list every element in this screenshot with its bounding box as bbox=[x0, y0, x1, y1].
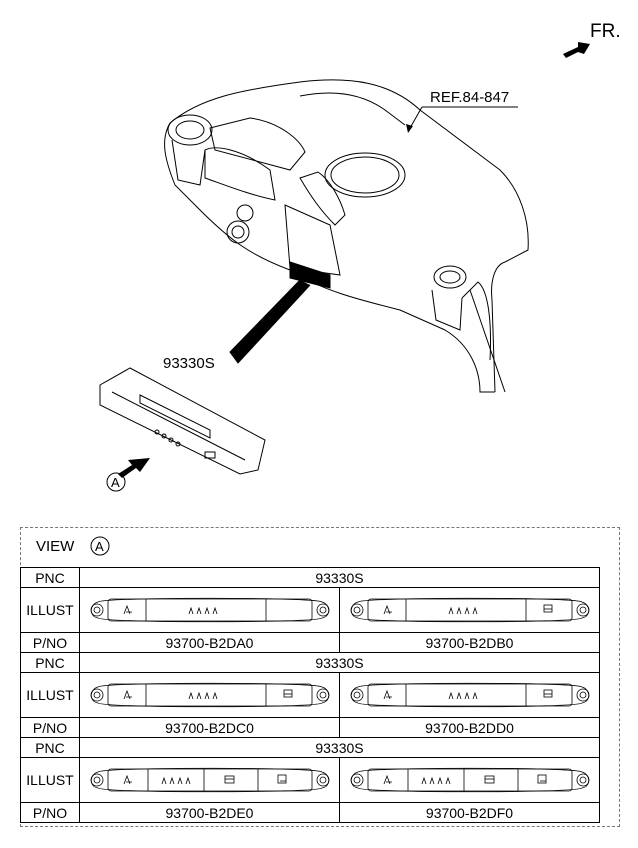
ref-label: REF.84-847 bbox=[430, 89, 509, 106]
pnc-value: 93330S bbox=[79, 652, 600, 673]
illust-header: ILLUST bbox=[20, 757, 80, 803]
view-title: VIEW bbox=[36, 538, 75, 555]
switch-illustration bbox=[79, 587, 340, 633]
switch-illustration bbox=[79, 672, 340, 718]
pnc-value: 93330S bbox=[79, 567, 600, 588]
switch-illustration bbox=[339, 672, 600, 718]
illust-header: ILLUST bbox=[20, 587, 80, 633]
dashboard-outline bbox=[164, 79, 529, 393]
part-number: 93700-B2DB0 bbox=[339, 632, 600, 653]
view-marker-circle bbox=[106, 472, 126, 492]
switch-module-drawing bbox=[99, 367, 266, 475]
svg-text:A: A bbox=[95, 539, 104, 554]
dashboard-drawing: FR. REF.84-847 93330S bbox=[99, 21, 621, 492]
view-title-marker: A bbox=[90, 536, 110, 556]
part-number: 93700-B2DA0 bbox=[79, 632, 340, 653]
part-number: 93700-B2DE0 bbox=[79, 802, 340, 823]
part-callout-label: 93330S bbox=[163, 355, 215, 372]
switch-illustration bbox=[339, 757, 600, 803]
part-number: 93700-B2DC0 bbox=[79, 717, 340, 738]
pnc-header: PNC bbox=[20, 567, 80, 588]
pno-header: P/NO bbox=[20, 802, 80, 823]
switch-illustration bbox=[79, 757, 340, 803]
part-number: 93700-B2DF0 bbox=[339, 802, 600, 823]
pnc-header: PNC bbox=[20, 652, 80, 673]
part-number: 93700-B2DD0 bbox=[339, 717, 600, 738]
illust-header: ILLUST bbox=[20, 672, 80, 718]
switch-illustration bbox=[339, 587, 600, 633]
pno-header: P/NO bbox=[20, 717, 80, 738]
view-arrow-icon bbox=[118, 458, 150, 478]
parts-table: PNC 93330S ILLUST P/NO 93700-B2DA0 93700… bbox=[20, 567, 600, 823]
pnc-value: 93330S bbox=[79, 737, 600, 758]
front-arrow-icon bbox=[563, 42, 590, 58]
pno-header: P/NO bbox=[20, 632, 80, 653]
fr-label: FR. bbox=[590, 21, 621, 42]
pnc-header: PNC bbox=[20, 737, 80, 758]
view-marker-label: A bbox=[111, 475, 120, 490]
